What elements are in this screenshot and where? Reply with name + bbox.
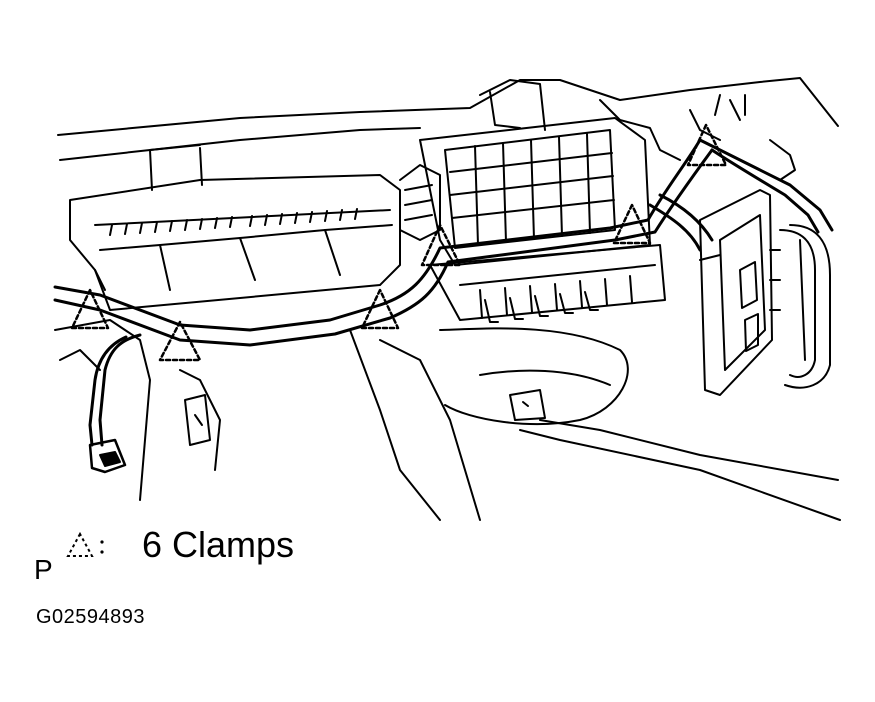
- clamp-marker: [420, 223, 462, 267]
- wire-harness-main: [53, 138, 702, 332]
- ac-unit-grid: [444, 129, 616, 249]
- view-letter: P: [34, 554, 53, 585]
- dashboard-inner-line: [59, 127, 421, 161]
- clamp-marker: [612, 203, 652, 245]
- dashed-triangle-clamp-icon: [66, 531, 104, 557]
- clamp-marker: [70, 288, 110, 330]
- clamp-marker: [158, 320, 202, 362]
- figure-id: G02594893: [36, 606, 146, 628]
- ecu-module: [699, 189, 773, 396]
- clamp-marker: [686, 123, 728, 167]
- dashboard-outline: [57, 77, 839, 136]
- pigtail-connector: [88, 438, 127, 474]
- lower-assembly: [429, 244, 666, 321]
- clamp-marker: [360, 288, 400, 330]
- clamp-legend: 6 Clamps: [66, 521, 294, 569]
- blower-housing: [439, 327, 629, 425]
- clamp-count-label: 6 Clamps: [142, 524, 295, 565]
- left-heater-unit: [69, 174, 401, 311]
